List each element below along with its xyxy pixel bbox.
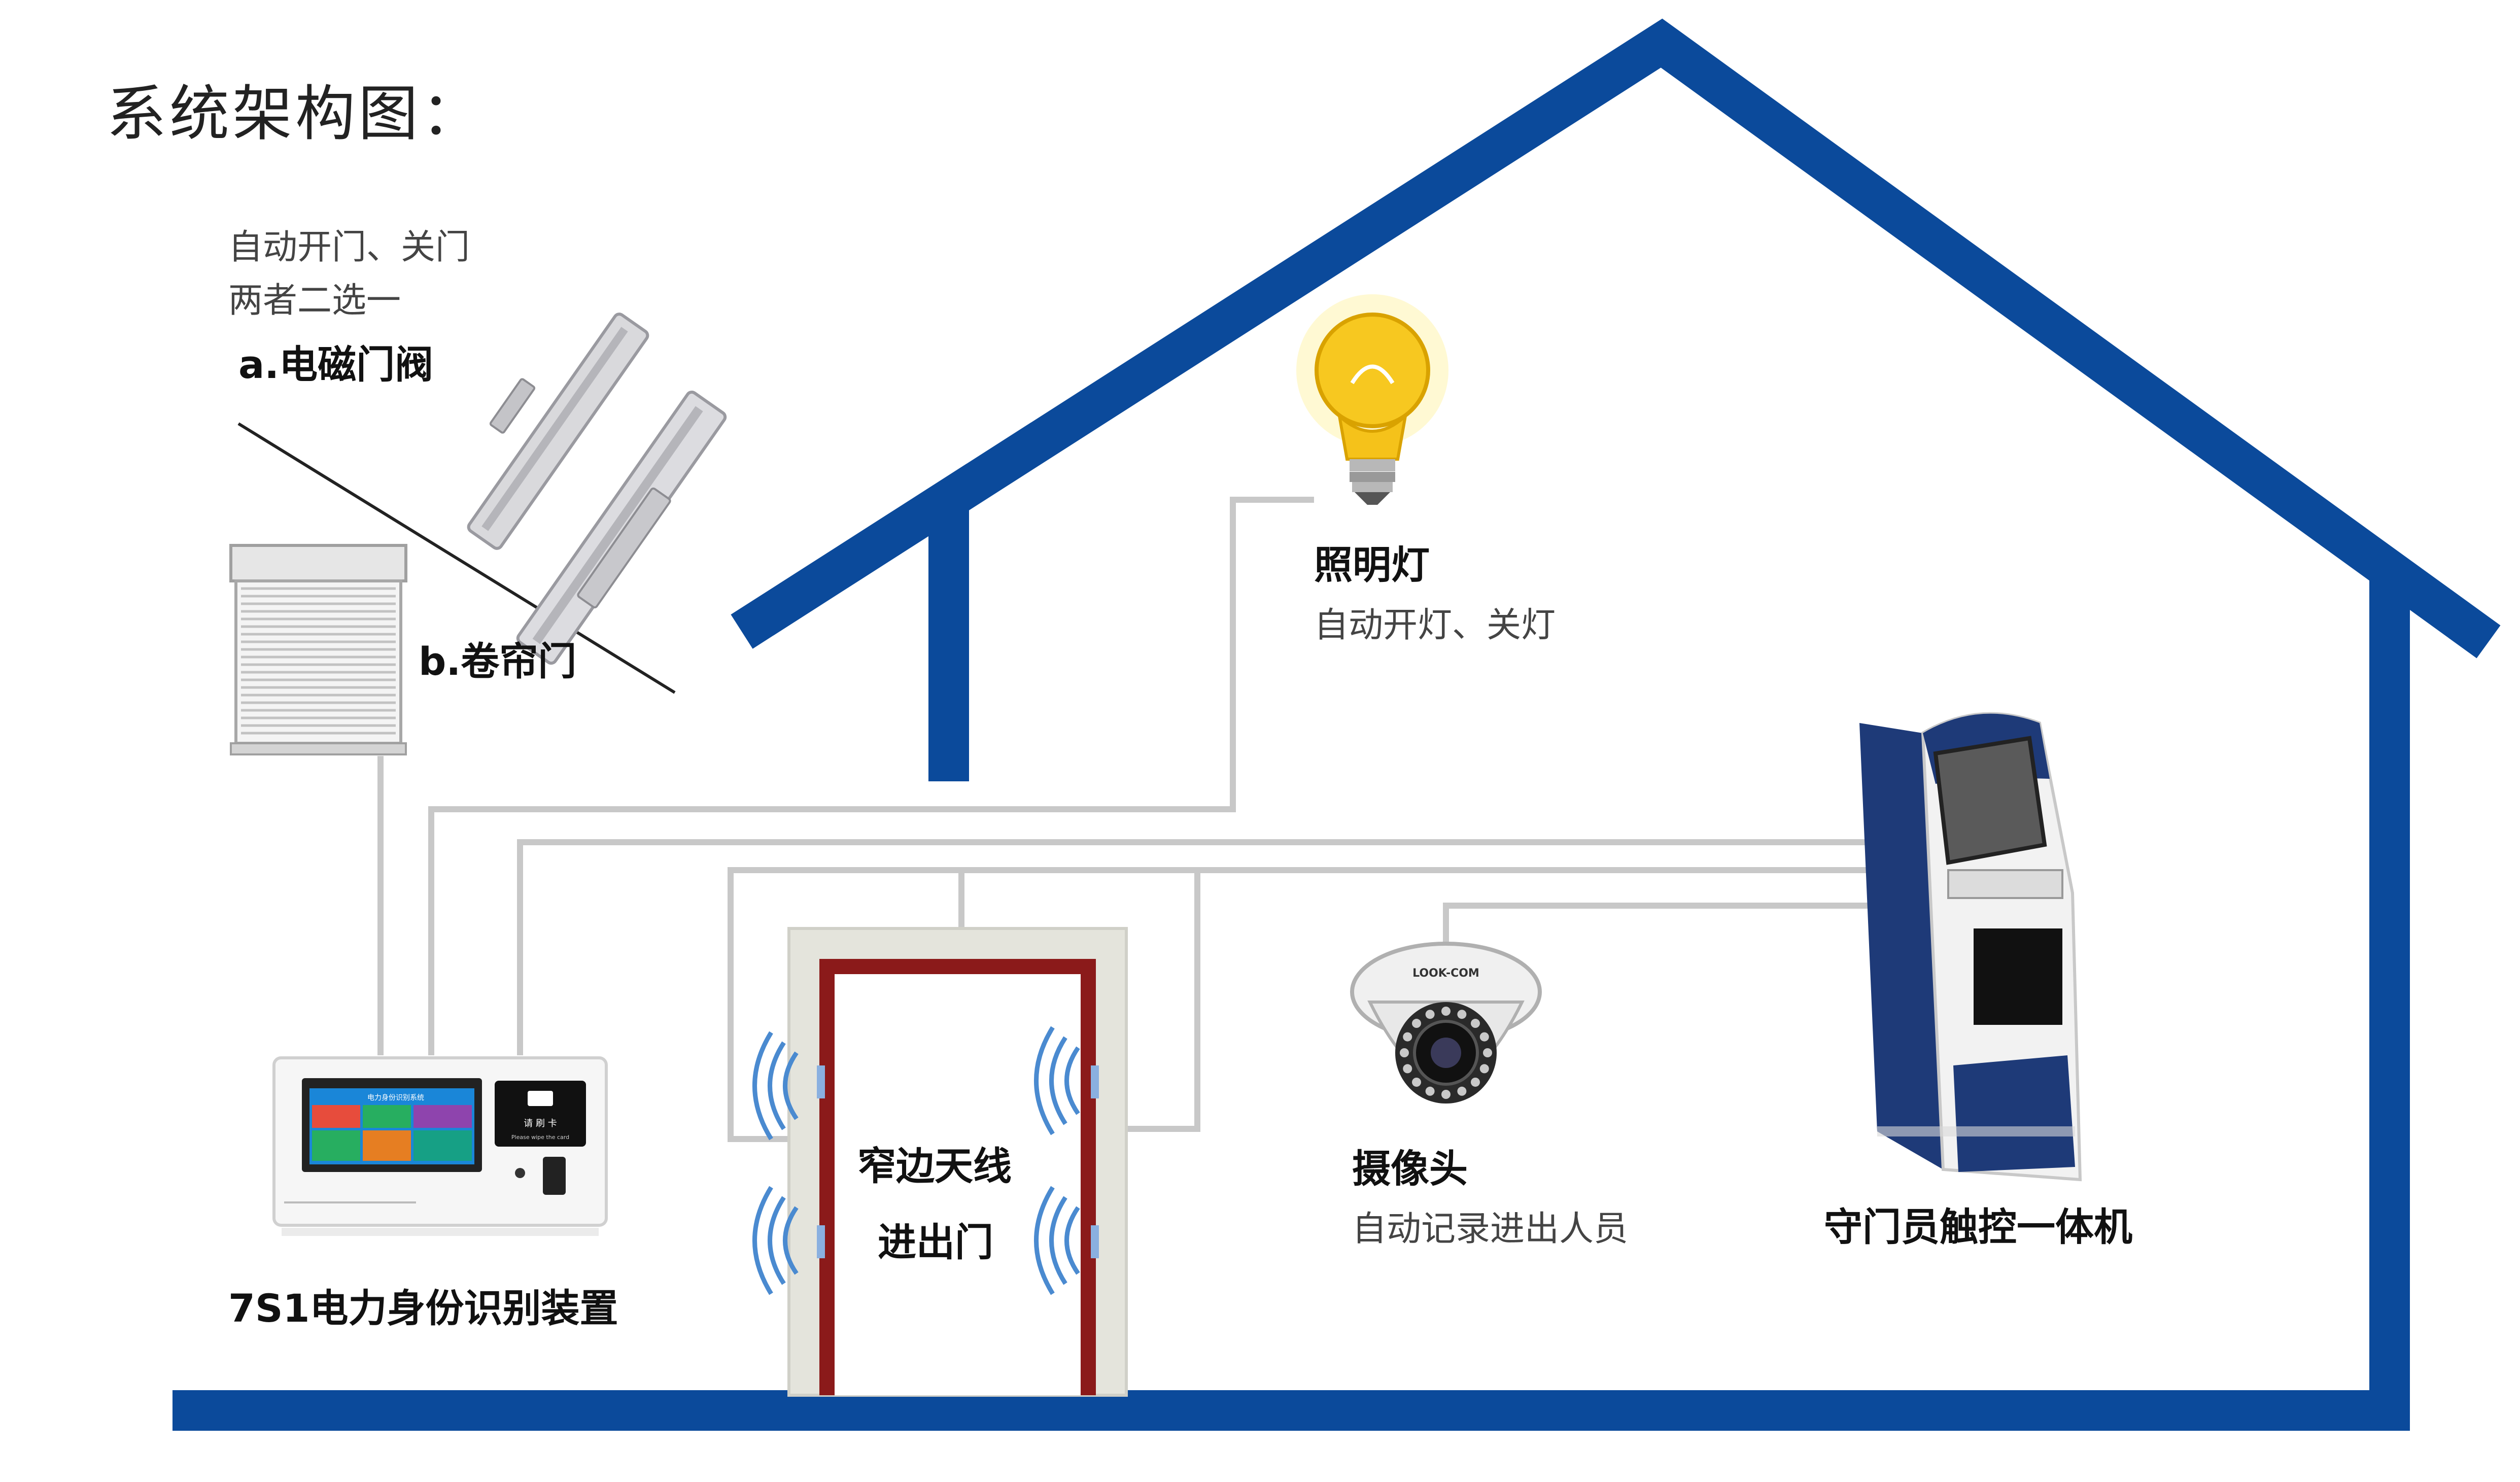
- antenna-door: 窄边天线 进出门: [752, 927, 1128, 1397]
- camera-brand-text: LOOK-COM: [1412, 967, 1479, 980]
- lighting-label: 照明灯: [1314, 542, 1430, 588]
- shutter-slats: [241, 587, 396, 735]
- maglock-plate-1: [489, 378, 536, 434]
- signal-left-upper-icon: [752, 1031, 799, 1141]
- door-opening: [835, 974, 1081, 1395]
- kiosk-label: 守门员触控一体机: [1824, 1204, 2132, 1250]
- door-frame: [819, 959, 1096, 1395]
- options-divider: [237, 422, 676, 694]
- maglock-plate-2: [577, 487, 671, 609]
- camera-ir-led: [1403, 1064, 1412, 1074]
- device-card-prompt: 请 刷 卡: [524, 1118, 557, 1129]
- device-card-prompt-en: Please wipe the card: [511, 1134, 569, 1141]
- camera-ir-led: [1441, 1090, 1451, 1099]
- wiring: [377, 497, 1877, 1142]
- wire-door-right: [1121, 870, 1200, 1132]
- door-options-note-line2: 两者二选一: [228, 281, 401, 321]
- camera-ir-led: [1412, 1019, 1422, 1028]
- camera-ir-leds: [1400, 1007, 1492, 1099]
- camera-ir-led: [1412, 1077, 1422, 1087]
- electromagnetic-lock-image: [467, 313, 727, 665]
- signal-right-lower-icon: [1034, 1186, 1080, 1295]
- device-label: 7S1电力身份识别装置: [228, 1286, 618, 1331]
- option-a-label: a.电磁门阀: [238, 342, 433, 387]
- house-outline: [172, 18, 2501, 1431]
- camera-ir-led: [1425, 1010, 1435, 1019]
- dome-camera-icon: LOOK-COM: [1350, 942, 1542, 1104]
- camera-ir-led: [1400, 1048, 1409, 1057]
- wire-kiosk-to-device: [517, 839, 1877, 1055]
- antenna-signal-icons: [752, 1026, 1080, 1295]
- device-screen-title: 电力身份识别系统: [367, 1094, 424, 1102]
- maglock-unit-1: [467, 313, 649, 550]
- camera-note: 自动记录进出人员: [1352, 1209, 1628, 1249]
- camera-ir-led: [1470, 1019, 1480, 1028]
- signal-left-lower-icon: [752, 1186, 799, 1295]
- camera-ir-led: [1470, 1077, 1480, 1087]
- option-b-label: b.卷帘门: [419, 639, 576, 684]
- camera-ir-led: [1479, 1064, 1489, 1074]
- camera-ir-led: [1457, 1086, 1467, 1096]
- lighting-note: 自动开灯、关灯: [1314, 605, 1556, 645]
- camera-ir-led: [1425, 1086, 1435, 1096]
- camera-ir-led: [1403, 1032, 1412, 1042]
- light-bulb-icon: [1296, 294, 1448, 505]
- camera-ir-led: [1479, 1032, 1489, 1042]
- antenna-door-label-line2: 进出门: [878, 1220, 993, 1265]
- touch-kiosk-image: [1859, 712, 2082, 1182]
- house-roof: [731, 18, 2501, 659]
- diagram-title: 系统架构图：: [107, 79, 484, 149]
- roller-shutter-image: [229, 544, 407, 755]
- camera-ir-led: [1441, 1007, 1451, 1016]
- door-options-note-line1: 自动开门、关门: [228, 227, 470, 267]
- wire-kiosk-to-camera: [1443, 903, 1877, 944]
- camera-ir-led: [1457, 1010, 1467, 1019]
- wire-light-to-device: [428, 497, 1314, 1055]
- camera-label: 摄像头: [1352, 1146, 1468, 1191]
- signal-right-upper-icon: [1034, 1026, 1080, 1135]
- wire-kiosk-to-door-left: [728, 867, 1877, 1142]
- identity-device-image: 电力身份识别系统 请 刷 卡 Please wipe the card: [272, 1056, 608, 1236]
- antenna-door-label-line1: 窄边天线: [857, 1144, 1012, 1189]
- camera-ir-led: [1483, 1048, 1492, 1057]
